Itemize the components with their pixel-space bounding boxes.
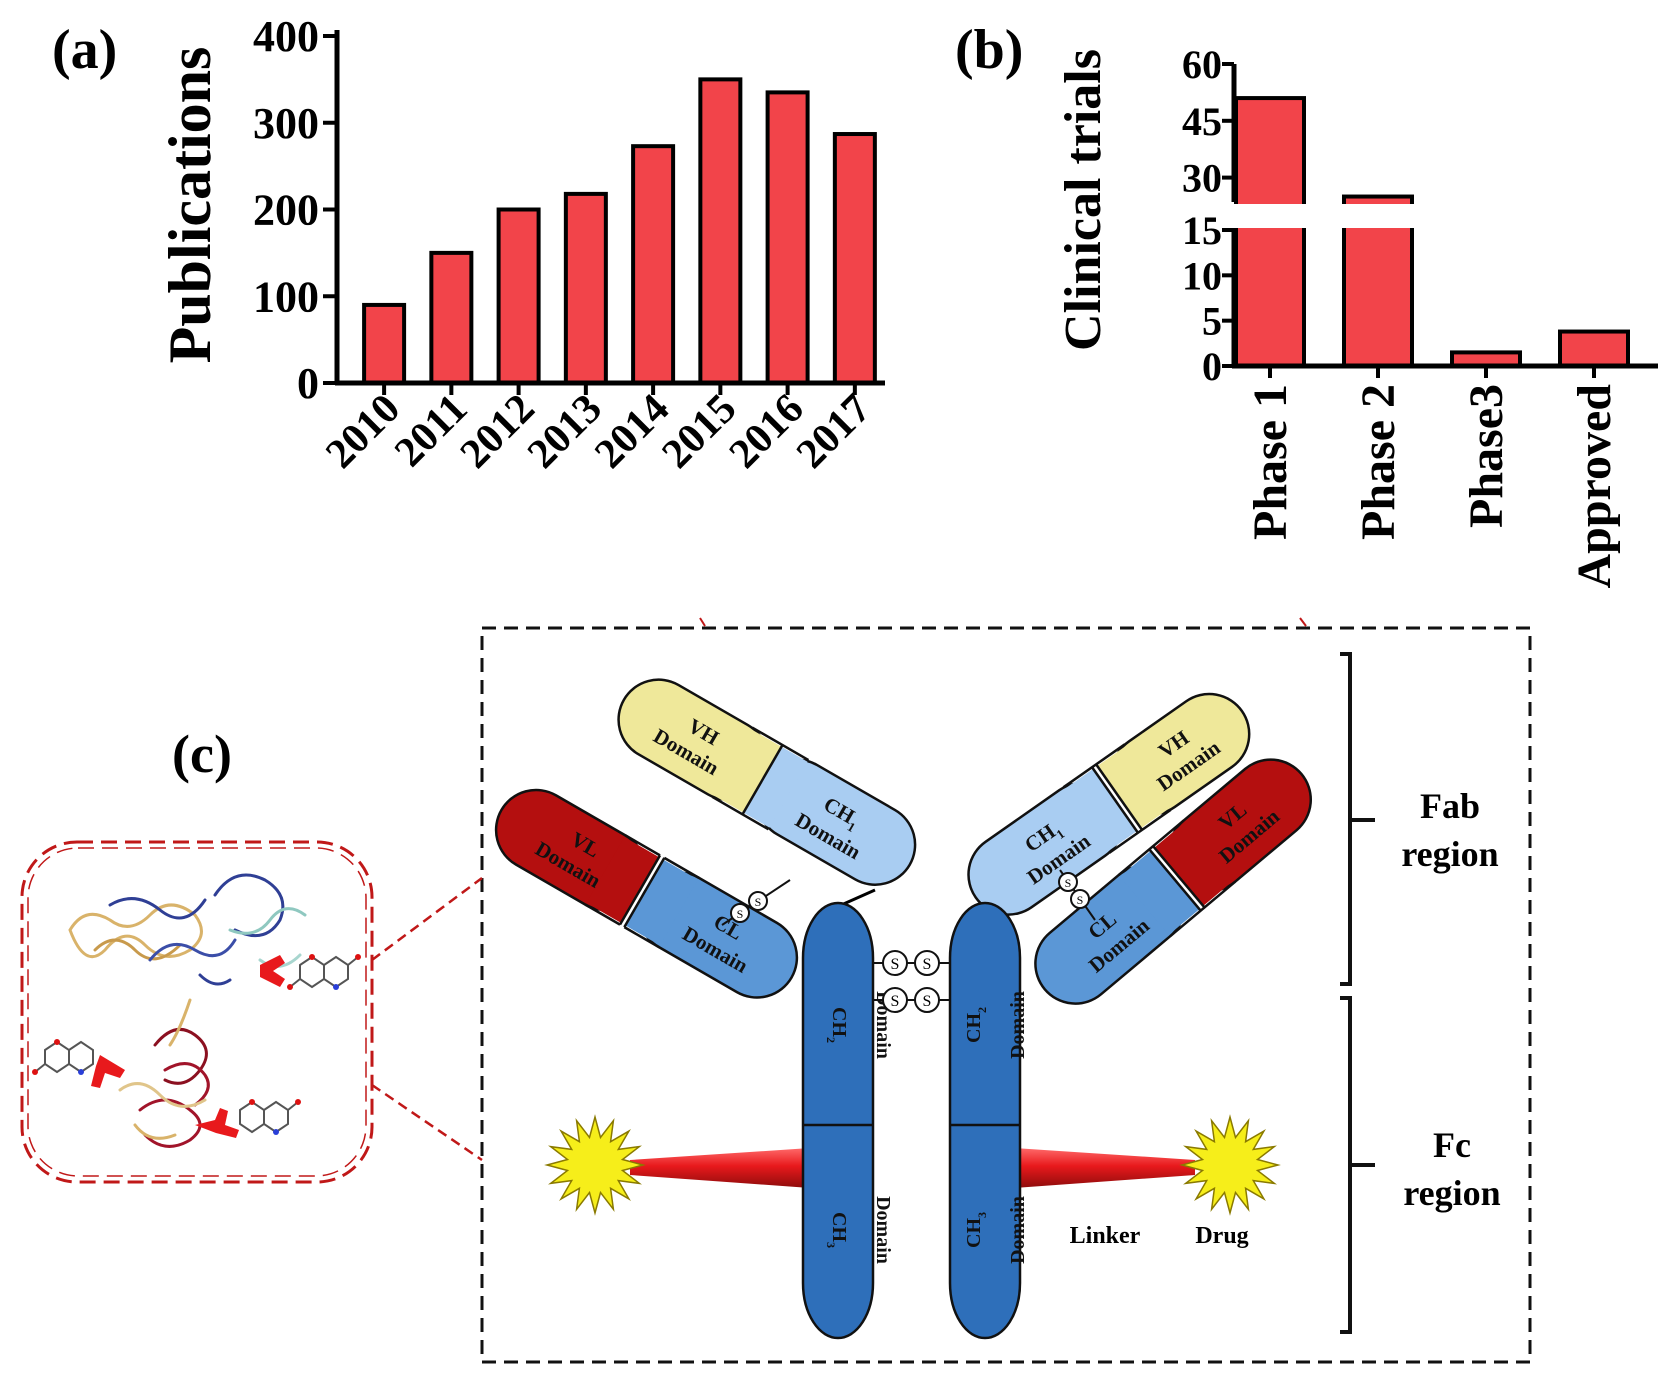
chart-b-bars [1234, 96, 1630, 369]
chart-b-ytick-label: 5 [1202, 299, 1222, 344]
chart-a-bars [362, 77, 877, 395]
chart-b-bar [1558, 329, 1630, 368]
drug-right [1179, 1114, 1281, 1216]
antibody-frame [480, 626, 1532, 1364]
chart-b-ytick-label: 60 [1182, 42, 1222, 87]
chart-b-xtick-labels: Phase 1 Phase 2 Phase3 Approved [1244, 366, 1621, 589]
chart-a-ylabel: Publications [157, 47, 223, 364]
chart-a-bar [563, 191, 608, 385]
disulfide-right: S S [1058, 869, 1096, 921]
adc-structure-box-inner [27, 847, 367, 1177]
chart-a-ytick-label: 100 [253, 272, 319, 321]
red-tick-mark [699, 617, 706, 627]
fc-region-label-2: region [1403, 1173, 1500, 1213]
svg-text:S: S [891, 956, 900, 973]
adc-3d-structure [32, 873, 361, 1148]
svg-text:S: S [1065, 876, 1072, 890]
axis-break-gap [1216, 204, 1436, 228]
chart-b-ytick-label: 45 [1182, 99, 1222, 144]
chart-a-xtick-label: 2014 [586, 386, 678, 478]
ch2-label-right: CH2 [963, 1007, 989, 1043]
fab-region-label-1: Fab [1420, 786, 1480, 826]
fc-region-label-1: Fc [1433, 1125, 1471, 1165]
svg-text:S: S [891, 993, 900, 1010]
chart-b-xtick-label: Phase 2 [1352, 384, 1405, 540]
svg-text:S: S [1077, 893, 1084, 907]
chart-b-xtick-label: Phase3 [1460, 384, 1513, 528]
region-brackets [1340, 652, 1375, 1334]
chart-a-xtick-label: 2017 [788, 386, 880, 478]
adc-structure-box [20, 840, 374, 1184]
chart-a-ytick-label: 200 [253, 186, 319, 235]
antibody-diagram: VH Domain CH1 Domain VL Domain CL [494, 678, 1313, 1340]
panel-c-label: (c) [172, 724, 232, 784]
ch2-domain-word-right: Domain [1007, 991, 1029, 1059]
ch3-domain-word-right: Domain [1007, 1196, 1029, 1264]
disulfide-hinge: S S S S [873, 950, 950, 1013]
ch2-ch3-right [948, 901, 1022, 1340]
chart-b-ytick-label: 10 [1182, 253, 1222, 298]
chart-a-bar [362, 302, 407, 385]
linker-left [630, 1148, 810, 1188]
chart-a-xtick-label: 2010 [317, 386, 409, 478]
chart-a-ytick-label: 0 [297, 359, 319, 408]
fc-left: CH2 Domain CH3 Domain [801, 901, 894, 1340]
right-heavy-chain: CH1 Domain VH Domain [967, 692, 1251, 916]
ch3-label-left: CH3 [824, 1212, 850, 1248]
chart-a-bar [429, 250, 474, 385]
chart-a-bar [496, 207, 541, 385]
chart-b-ytick-label: 30 [1182, 156, 1222, 201]
chart-a-bar [698, 77, 743, 385]
ch2-ch3-left [801, 901, 875, 1340]
svg-text:S: S [737, 907, 744, 921]
fc-right: CH2 Domain CH3 Domain [948, 901, 1029, 1340]
disulfide-left: S S [721, 879, 791, 926]
chart-b-xtick-label: Phase 1 [1244, 384, 1297, 540]
chart-a-xtick-label: 2016 [721, 386, 813, 478]
chart-a-ytick-label: 400 [253, 12, 319, 61]
chart-a-xtick-label: 2013 [519, 386, 611, 478]
drug-left [544, 1114, 646, 1216]
chart-b-ytick-label: 15 [1182, 208, 1222, 253]
svg-text:S: S [755, 895, 762, 909]
zoom-line-bottom [371, 1083, 483, 1162]
fab-region-label-2: region [1401, 834, 1498, 874]
linker-right [1015, 1148, 1195, 1188]
chart-b-ytick-label: 0 [1202, 344, 1222, 389]
chart-a-xtick-label: 2011 [386, 386, 476, 476]
panel-c: (c) [20, 617, 1532, 1364]
panel-a-label: (a) [52, 19, 117, 81]
svg-text:S: S [923, 956, 932, 973]
chart-a-ytick-label: 300 [253, 99, 319, 148]
zoom-line-top [371, 876, 483, 962]
chart-a-bar [631, 144, 676, 385]
left-heavy-chain: VH Domain CH1 Domain [617, 678, 917, 886]
chart-a-xtick-label: 2012 [452, 386, 544, 478]
ch3-label-right: CH3 [963, 1212, 989, 1248]
chart-b-ylabel: Clinical trials [1055, 49, 1112, 351]
svg-text:S: S [923, 993, 932, 1010]
chart-a-bar [832, 132, 877, 385]
ch3-domain-word-left: Domain [872, 1196, 894, 1264]
right-light-chain: CL Domain VL Domain [1034, 758, 1313, 1005]
chart-a-bar [765, 90, 810, 385]
red-tick-mark [1299, 617, 1307, 627]
ch2-label-left: CH2 [824, 1007, 850, 1043]
panel-b-label: (b) [955, 19, 1023, 81]
chart-a-xtick-label: 2015 [654, 386, 746, 478]
left-light-chain: VL Domain CL Domain [494, 788, 799, 999]
drug-label: Drug [1195, 1223, 1248, 1249]
chart-b-bar [1234, 96, 1306, 369]
chart-b-xtick-label: Approved [1568, 384, 1621, 589]
chart-a-ytick-labels: 0 100 200 300 400 [253, 12, 337, 408]
linker-label: Linker [1070, 1223, 1141, 1249]
